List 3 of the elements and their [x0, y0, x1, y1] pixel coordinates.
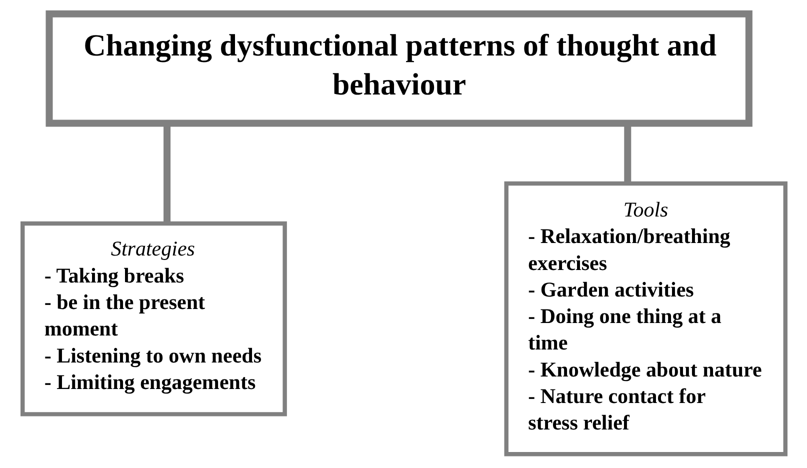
node-box: Changing dysfunctional patterns of thought and behaviour [45, 10, 752, 127]
node-box: Tools - Relaxation/breathing exercises - Garden activities - Doing one thing at a time - Knowledge about nature - Nature contact for stress relief [504, 181, 787, 456]
node-box: Strategies - Taking breaks - be in the present moment - Listening to own needs - Limiting engagements [20, 221, 286, 416]
